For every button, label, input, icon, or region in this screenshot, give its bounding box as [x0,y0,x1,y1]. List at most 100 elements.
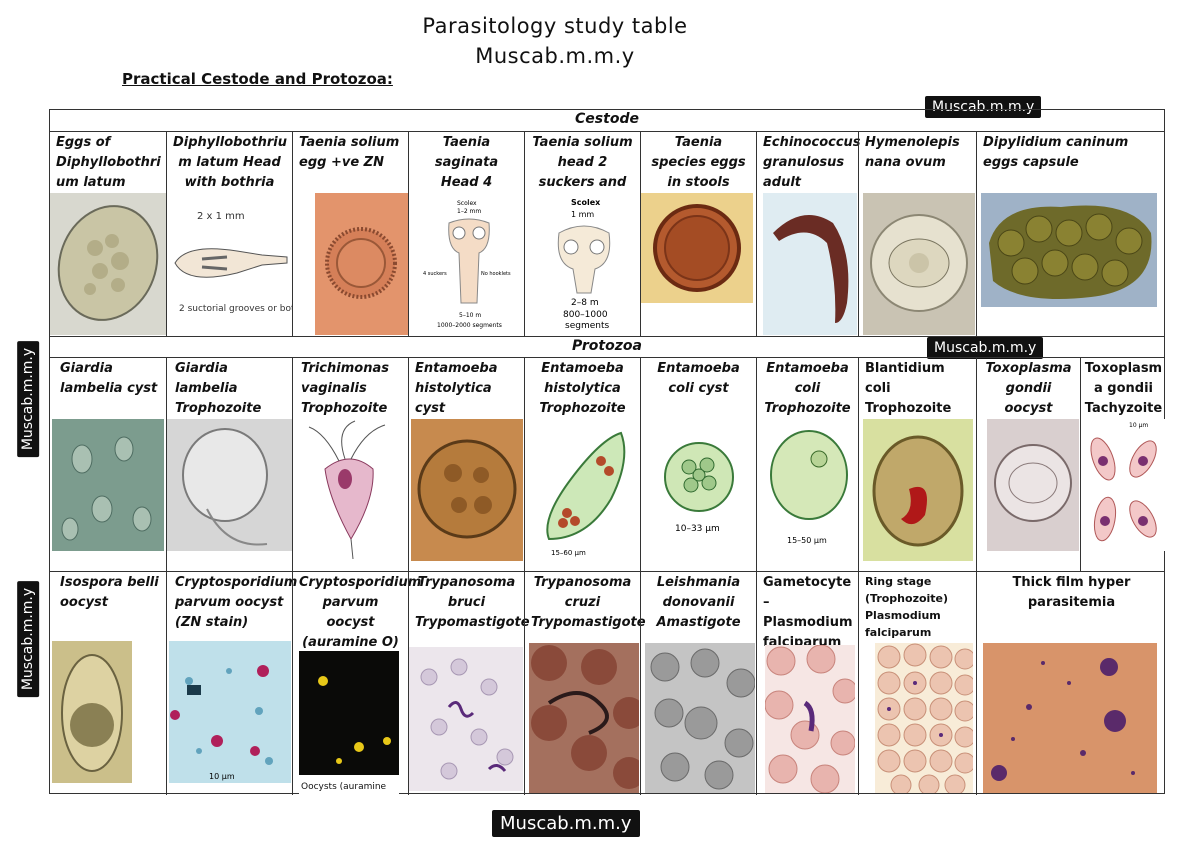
caption: Isospora belli oocyst [60,575,159,610]
watermark-top: Muscab.m.m.y [925,96,1042,118]
trichomonas-diagram [295,419,405,561]
taenia-eggs-image [641,193,753,303]
diagram-label: No hooklets [481,271,511,277]
cell-echinococcus: Echinococcus granulosus adult [756,131,861,336]
cell-trypanosoma-cruzi: Trypanosoma cruzi Trypomastigote [524,571,646,795]
gametocyte-image [765,645,855,793]
diagram-label: 800–1000 [563,310,608,320]
cell-cryptosporidium-zn: Cryptosporidium parvum oocyst (ZN stain)… [166,571,298,795]
watermark-middle: Muscab.m.m.y [927,337,1044,359]
trypanosoma-bruci-image [409,647,523,791]
caption: Giardia lambelia cyst [60,361,158,396]
cell-giardia-trophozoite: Giardia lambelia Trophozoite [166,357,292,571]
cell-taenia-eggs: Taenia species eggs in stools [640,131,756,336]
diagram-label: 2 suctorial grooves or bothria [179,304,292,314]
caption: Trichimonas vaginalis Trophozoite [301,361,389,416]
cell-toxoplasma-tachyzoite: Toxoplasm a gondii Tachyzoite 10 µm [1080,357,1166,571]
caption: Toxoplasma gondii oocyst [985,361,1072,416]
cell-taenia-solium-egg: Taenia solium egg +ve ZN [292,131,408,336]
cell-cryptosporidium-auramine: Cryptosporidium parvum oocyst (auramine … [292,571,421,795]
cryptosporidium-auramine-image: Oocysts (auramine [299,651,399,795]
caption: Entamoeba histolytica Trophozoite [539,361,626,416]
diagram-label: 15–50 µm [787,536,827,545]
watermark-bottom: Muscab.m.m.y [492,810,640,837]
entamoeba-coli-trophozoite-diagram: 15–50 µm [761,419,857,551]
caption-block: Trypanosoma cruzi Trypomastigote [525,571,646,635]
cell-entamoeba-coli-cyst: Entamoeba coli cyst 10–33 µm [640,357,756,571]
diphyllobothrium-head-diagram: 2 x 1 mm 2 suctorial grooves or bothria [167,193,292,335]
diagram-label: 15–60 µm [551,549,586,557]
diagram-label: Oocysts (auramine [301,782,387,792]
caption-block: Trypanosoma bruci Trypomastigote [409,571,530,635]
caption: Thick film hyper parasitemia [1012,575,1131,610]
diagram-label: 10–33 µm [675,524,720,534]
watermark-left-2: Muscab.m.m.y [17,580,40,698]
caption: Taenia species eggs in stools [651,135,746,190]
caption-block: Leishmania donovanii Amastigote [641,571,756,635]
caption: Toxoplasm a gondii Tachyzoite [1084,361,1163,416]
toxoplasma-oocyst-image [987,419,1079,551]
caption: Hymenolepis nana ovum [865,135,960,170]
cell-entamoeba-histolytica-cyst: Entamoeba histolytica cyst [408,357,524,571]
cell-balantidium: Blantidium coli Trophozoite (ciliated) [858,357,976,571]
cell-ring-stage: Ring stage (Trophozoite) Plasmodium falc… [858,571,976,795]
cell-dipylidium: Dipylidium caninum eggs capsule [976,131,1166,336]
study-table: Cestode Eggs of Diphyllobothri um latum … [49,109,1166,795]
cell-toxoplasma-oocyst: Toxoplasma gondii oocyst [976,357,1080,571]
diagram-label: 10 µm [1129,422,1148,429]
caption: Entamoeba coli cyst [657,361,740,396]
diphyllobothrium-egg-image [50,193,166,335]
caption: Cryptosporidium parvum oocyst (ZN stain) [175,575,298,630]
caption: Dipylidium caninum eggs capsule [983,135,1129,170]
leishmania-amastigote-image [645,643,755,793]
cell-isospora: Isospora belli oocyst [50,571,166,795]
toxoplasma-tachyzoite-diagram: 10 µm [1083,419,1165,551]
diagram-label: 2 x 1 mm [197,211,245,222]
caption: Gametocyte – Plasmodium falciparum [763,575,853,650]
isospora-oocyst-image [52,641,132,783]
section-label-protozoa: Protozoa [572,338,642,354]
echinococcus-adult-image [763,193,857,335]
diagram-label: Scolex [571,198,601,207]
caption: Ring stage (Trophozoite) Plasmodium falc… [865,575,949,639]
page-title: Parasitology study table [422,14,688,38]
dipylidium-capsule-image [981,193,1157,307]
cell-entamoeba-histolytica-trophozoite: Entamoeba histolytica Trophozoite 15–60 … [524,357,640,571]
diagram-label: segments [565,321,609,331]
section-label-cestode: Cestode [575,111,639,127]
cell-leishmania: Leishmania donovanii Amastigote [640,571,756,795]
cell-trichomonas: Trichimonas vaginalis Trophozoite [292,357,408,571]
cell-diphyllobothrium-egg: Eggs of Diphyllobothri um latum [50,131,166,336]
cell-thick-film: Thick film hyper parasitemia [976,571,1166,795]
entamoeba-histolytica-cyst-image [411,419,523,561]
diagram-label: 1 mm [571,210,594,219]
cell-trypanosoma-bruci: Trypanosoma bruci Trypomastigote [408,571,530,795]
cryptosporidium-zn-image: 10 µm [169,641,291,783]
cell-giardia-cyst: Giardia lambelia cyst [50,357,166,571]
caption: Entamoeba histolytica cyst [415,361,498,416]
entamoeba-histolytica-trophozoite-diagram: 15–60 µm [531,419,635,561]
caption: Echinococcus granulosus adult [763,135,861,190]
diagram-label: 1–2 mm [457,208,481,215]
giardia-trophozoite-image [167,419,292,551]
cell-taenia-solium-head: Taenia solium head 2 suckers and hooks S… [524,131,640,336]
hymenolepis-ovum-image [863,193,975,335]
thick-film-image [983,643,1157,793]
caption: Trypanosoma cruzi Trypomastigote [531,575,646,630]
caption: Giardia lambelia Trophozoite [175,361,262,416]
diagram-label: 2–8 m [571,298,599,308]
caption: Taenia solium egg +ve ZN [299,135,400,170]
ring-stage-image [875,643,973,793]
page-subtitle: Practical Cestode and Protozoa: [122,70,393,88]
cell-entamoeba-coli-trophozoite: Entamoeba coli Trophozoite 15–50 µm [756,357,858,571]
caption: Leishmania donovanii Amastigote [656,575,741,630]
author-name: Muscab.m.m.y [475,44,635,68]
diagram-label: Scolex [457,200,477,207]
diagram-label: 5–10 m [459,312,481,319]
taenia-solium-egg-image [315,193,408,335]
cell-hymenolepis: Hymenolepis nana ovum [858,131,976,336]
caption: Trypanosoma bruci Trypomastigote [415,575,530,630]
trypanosoma-cruzi-image [529,643,639,793]
